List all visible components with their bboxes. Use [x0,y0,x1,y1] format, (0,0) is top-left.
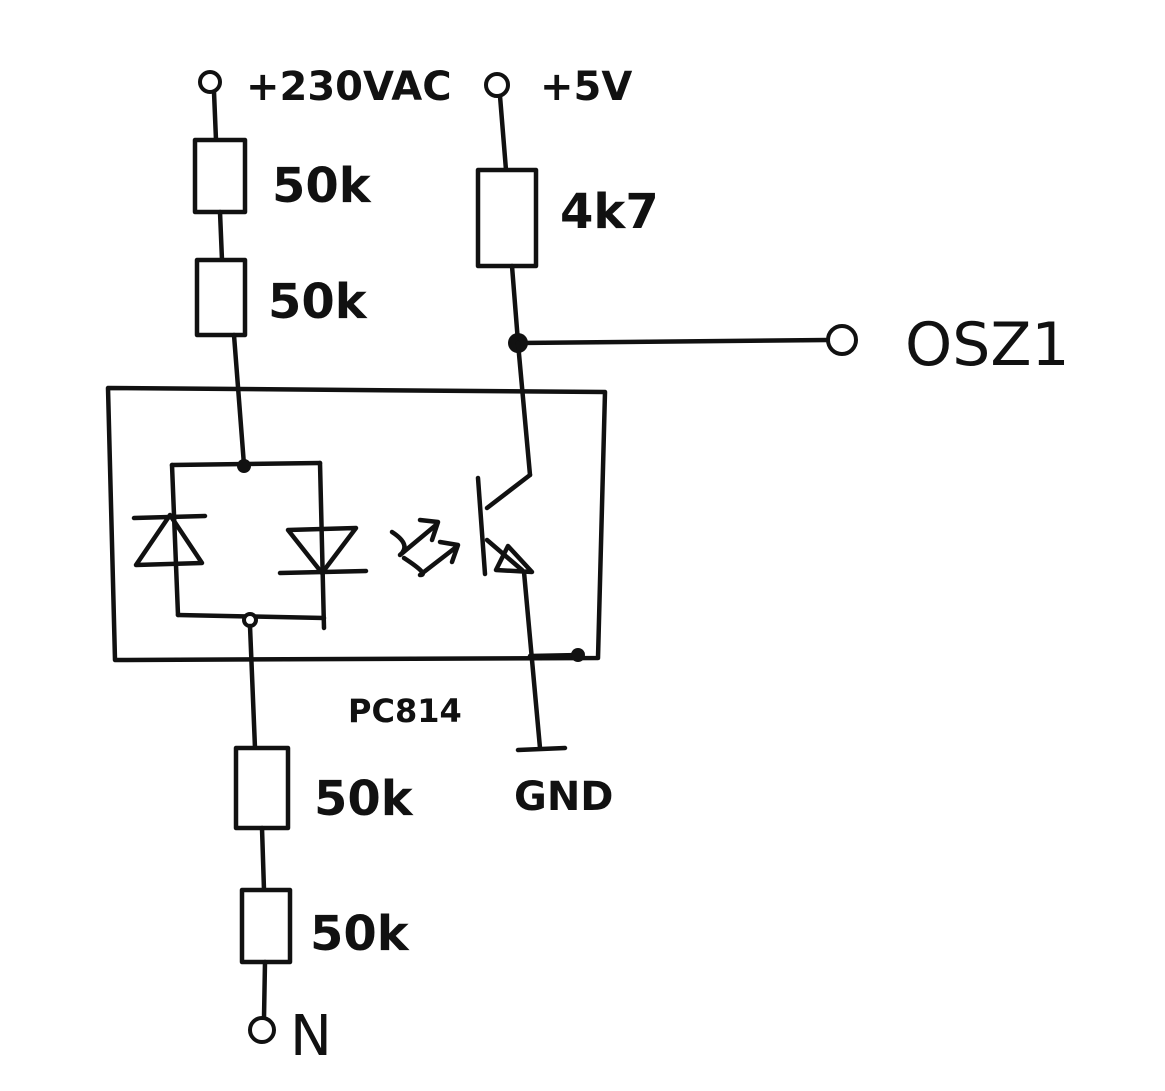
diode-right-triangle-icon [285,525,359,576]
optocoupler-package-outline [105,385,608,663]
ground-bar-icon [515,745,568,753]
ac-input-terminal [198,70,222,94]
label-output: OSZ1 [905,310,1070,380]
label-resistor-pullup: 4k7 [560,184,659,240]
led-right-leg [317,460,327,631]
wire-r4-to-neutral [261,959,268,1021]
label-resistor-r2: 50k [268,274,368,330]
vcc-terminal [484,72,510,98]
wire-pullup-to-junction [509,263,521,345]
resistor-r1 [192,137,248,215]
led-left-leg [169,462,181,618]
diode-right-bar [277,568,369,576]
label-resistor-r3: 50k [314,771,414,827]
wire-ac-to-r1 [211,89,219,143]
ac-input-chain [192,70,248,468]
output-terminal [826,324,858,356]
wire-emitter-to-ground [521,569,543,751]
diode-left-bar [131,513,208,521]
label-ac-input: +230VAC [246,64,452,110]
resistor-r3 [233,745,291,831]
label-resistor-r4: 50k [310,906,410,962]
resistor-pullup [475,167,539,269]
wire-vcc-to-pullup [497,93,509,173]
label-vcc: +5V [540,64,632,110]
wire-r3-to-r4 [259,825,267,893]
neutral-terminal [248,1016,276,1044]
label-neutral: N [290,1004,332,1069]
wire-junction-to-collector [515,340,533,478]
light-arrows-icon [389,517,461,578]
wire-led-to-r3 [247,623,258,751]
wire-r2-to-led-top [231,332,247,468]
package-bottom-dot [571,648,585,662]
label-ic-part-number: PC814 [348,692,462,730]
transistor-collector [484,472,533,511]
emitter-arrow-icon [493,543,535,575]
diode-left-triangle-icon [133,512,205,568]
wire-r1-to-r2 [217,209,225,263]
optocoupler [105,340,608,751]
resistor-r4 [239,887,293,965]
led-pair [131,459,369,631]
transistor-base-bar [475,475,488,577]
phototransistor [475,340,585,751]
resistor-r2 [194,257,248,338]
neutral-chain [233,623,293,1044]
wire-junction-to-output [515,337,831,346]
label-resistor-r1: 50k [272,158,372,214]
led-top-junction-dot [237,459,251,473]
label-ground: GND [514,774,614,820]
vcc-chain [475,72,858,356]
